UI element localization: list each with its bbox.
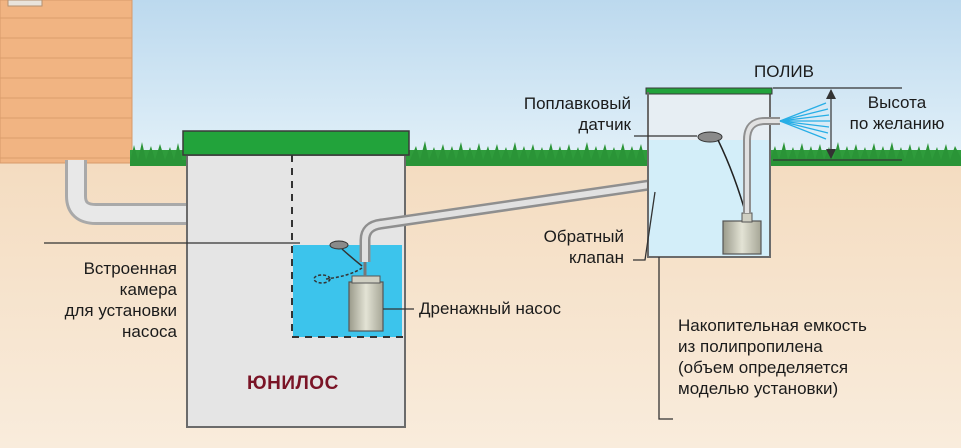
brand-label: ЮНИЛОС: [247, 373, 339, 394]
label-check-valve: Обратный клапан: [500, 226, 624, 268]
label-storage-tank-line3: (объем определяется: [678, 358, 849, 377]
label-height-line1: Высота: [867, 93, 927, 112]
leader-lines: [44, 135, 697, 420]
label-check-valve-line2: клапан: [568, 248, 624, 267]
label-float-sensor: Поплавковый датчик: [486, 93, 631, 135]
label-storage-tank-line2: из полипропилена: [678, 337, 823, 356]
label-drain-pump: Дренажный насос: [419, 299, 561, 318]
float-switch-septic: [313, 240, 363, 284]
label-storage-tank: Накопительная емкость из полипропилена (…: [678, 315, 867, 399]
label-poliv: ПОЛИВ: [754, 62, 814, 81]
height-dimension: [773, 87, 902, 161]
label-height: Высота по желанию: [836, 92, 958, 134]
label-pump-chamber: Встроенная камера для установки насоса: [20, 258, 177, 342]
label-pump-chamber-line2: камера: [119, 280, 177, 299]
label-storage-tank-line1: Накопительная емкость: [678, 316, 867, 335]
irrigation-pump: [722, 117, 780, 255]
pump-chamber-water: [293, 245, 402, 337]
label-float-sensor-line1: Поплавковый: [523, 94, 631, 113]
label-check-valve-line1: Обратный: [543, 227, 624, 246]
label-storage-tank-line4: моделью установки): [678, 379, 839, 398]
water-spray: [779, 102, 830, 140]
label-pump-chamber-line1: Встроенная: [83, 259, 177, 278]
label-float-sensor-line2: датчик: [578, 115, 631, 134]
label-pump-chamber-line3: для установки: [64, 301, 177, 320]
house-wall: [0, 0, 133, 164]
discharge-pipe: [359, 178, 657, 262]
sky: [0, 0, 961, 165]
drain-pump: [348, 260, 384, 332]
label-pump-chamber-line4: насоса: [122, 322, 177, 341]
label-height-line2: по желанию: [849, 114, 945, 133]
